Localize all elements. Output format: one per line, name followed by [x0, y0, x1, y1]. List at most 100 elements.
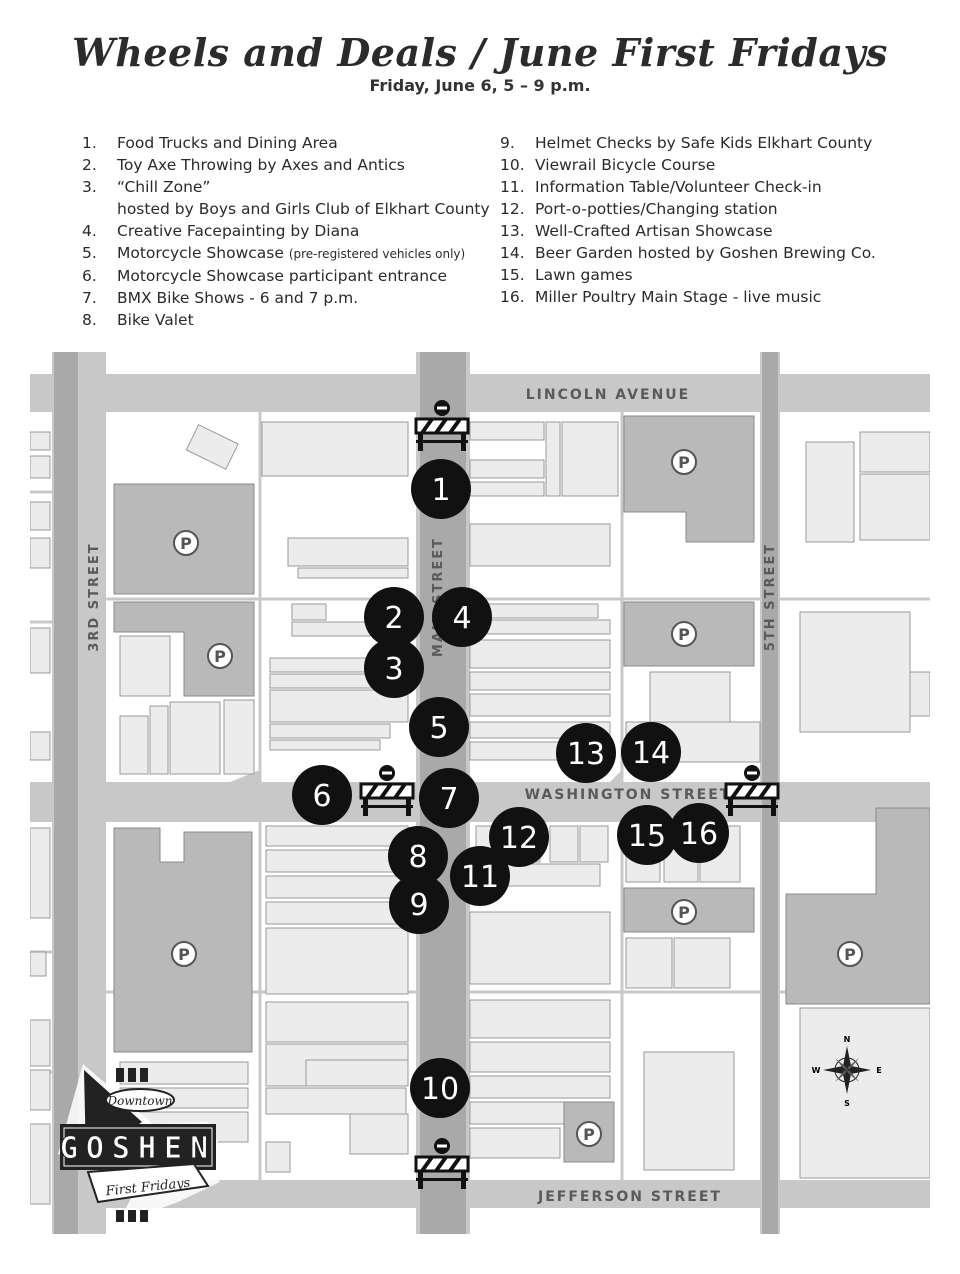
- legend-number: 6.: [82, 267, 97, 285]
- marker-label: 13: [567, 737, 605, 772]
- legend-number: 16.: [500, 288, 525, 306]
- legend-item: 2. Toy Axe Throwing by Axes and Antics: [82, 154, 492, 176]
- marker-12[interactable]: 12: [489, 807, 549, 867]
- legend-number: 3.: [82, 178, 97, 196]
- marker-label: 14: [632, 736, 670, 771]
- legend-number: 12.: [500, 200, 525, 218]
- marker-label: 3: [384, 652, 403, 687]
- legend-item: 13. Well-Crafted Artisan Showcase: [500, 220, 920, 242]
- legend-text: Lawn games: [535, 266, 633, 284]
- legend-text: Viewrail Bicycle Course: [535, 156, 716, 174]
- compass-w: W: [812, 1066, 821, 1075]
- page-title: Wheels and Deals / June First Fridays: [72, 30, 888, 75]
- marker-label: 6: [312, 779, 331, 814]
- legend-text: Creative Facepainting by Diana: [117, 222, 360, 240]
- page-subtitle: Friday, June 6, 5 – 9 p.m.: [369, 76, 591, 95]
- legend-text: Miller Poultry Main Stage - live music: [535, 288, 822, 306]
- marker-4[interactable]: 4: [432, 587, 492, 647]
- marker-label: 5: [429, 711, 448, 746]
- marker-5[interactable]: 5: [409, 697, 469, 757]
- marker-10[interactable]: 10: [410, 1058, 470, 1118]
- legend-item: 8.Bike Valet: [82, 309, 492, 331]
- legend-number: 2.: [82, 156, 97, 174]
- marker-label: 10: [421, 1072, 459, 1107]
- compass-n: N: [844, 1035, 851, 1044]
- legend-text: “Chill Zone”: [117, 178, 211, 196]
- legend-number: [82, 198, 117, 220]
- parking-icon: P: [171, 941, 197, 967]
- legend-item: 10. Viewrail Bicycle Course: [500, 154, 920, 176]
- barricade-icon: [414, 1138, 470, 1189]
- legend-text: Beer Garden hosted by Goshen Brewing Co.: [535, 244, 876, 262]
- logo-downtown-text: Downtown: [107, 1094, 173, 1108]
- legend-text: Toy Axe Throwing by Axes and Antics: [117, 156, 405, 174]
- legend-item: 15. Lawn games: [500, 264, 920, 286]
- marker-13[interactable]: 13: [556, 723, 616, 783]
- legend-text: Bike Valet: [117, 311, 194, 329]
- legend-item: 16. Miller Poultry Main Stage - live musi…: [500, 286, 920, 308]
- marker-8[interactable]: 8: [388, 826, 448, 886]
- legend-number: 4.: [82, 222, 97, 240]
- marker-16[interactable]: 16: [669, 803, 729, 863]
- marker-2[interactable]: 2: [364, 587, 424, 647]
- legend-item: 6.Motorcycle Showcase participant entran…: [82, 265, 492, 287]
- marker-label: 15: [628, 819, 666, 854]
- marker-11[interactable]: 11: [450, 846, 510, 906]
- legend-item: 12.Port-o-potties/Changing station: [500, 198, 920, 220]
- buildings-dark: [113, 415, 930, 1163]
- marker-label: 1: [431, 473, 450, 508]
- legend-text: Food Trucks and Dining Area: [117, 134, 338, 152]
- marker-6[interactable]: 6: [292, 765, 352, 825]
- parking-icon: P: [671, 899, 697, 925]
- legend-text: BMX Bike Shows - 6 and 7 p.m.: [117, 289, 359, 307]
- legend-number: 15.: [500, 266, 525, 284]
- downtown-goshen-logo: Downtown GOSHEN First Fridays: [58, 1064, 220, 1224]
- jefferson-street-label: JEFFERSON STREET: [537, 1189, 722, 1205]
- marker-9[interactable]: 9: [389, 874, 449, 934]
- barricade-icon: [359, 765, 415, 816]
- fifth-street-label: 5TH STREET: [763, 543, 778, 651]
- event-markers: 1 2 4 3 5 13 14 6 7 12 15 16 8 11 9 10: [292, 459, 729, 1118]
- parking-icon: P: [207, 643, 233, 669]
- legend-text-group: Motorcycle Showcase (pre-registered vehi…: [117, 242, 465, 265]
- parking-icon: P: [671, 621, 697, 647]
- marker-label: 7: [439, 782, 458, 817]
- legend-item: 5. Motorcycle Showcase (pre-registered ve…: [82, 242, 492, 265]
- legend-number: 1.: [82, 134, 97, 152]
- map-svg: P P P P P P P P LINCOLN AVENUE WASHINGTO…: [30, 352, 930, 1234]
- legend-text: Motorcycle Showcase: [117, 244, 284, 262]
- parking-label: P: [678, 625, 690, 644]
- parking-icon: P: [576, 1121, 602, 1147]
- legend-item: 4. Creative Facepainting by Diana: [82, 220, 492, 242]
- parking-label: P: [583, 1125, 595, 1144]
- marker-1[interactable]: 1: [411, 459, 471, 519]
- third-street-label: 3RD STREET: [87, 542, 102, 651]
- parking-label: P: [180, 534, 192, 553]
- legend-number: 14.: [500, 244, 525, 262]
- compass-icon: N S E W: [812, 1035, 882, 1108]
- marker-15[interactable]: 15: [617, 805, 677, 865]
- legend-number: 10.: [500, 156, 525, 174]
- legend-number: 13.: [500, 222, 525, 240]
- marker-7[interactable]: 7: [419, 768, 479, 828]
- marker-label: 12: [500, 821, 538, 856]
- legend-item: 3. “Chill Zone”: [82, 176, 492, 198]
- legend-text: Information Table/Volunteer Check-in: [535, 178, 822, 196]
- marker-label: 4: [452, 601, 471, 636]
- legend-number: 9.: [500, 134, 515, 152]
- legend-right: 9. Helmet Checks by Safe Kids Elkhart Cou…: [500, 132, 920, 308]
- legend-note: (pre-registered vehicles only): [288, 247, 466, 261]
- marker-label: 2: [384, 601, 403, 636]
- parking-icon: P: [173, 530, 199, 556]
- legend-text: Well-Crafted Artisan Showcase: [535, 222, 773, 240]
- logo-goshen-text: GOSHEN: [60, 1131, 216, 1166]
- washington-street-label: WASHINGTON STREET: [525, 787, 732, 803]
- marker-3[interactable]: 3: [364, 638, 424, 698]
- marker-label: 16: [680, 817, 718, 852]
- parking-icon: P: [671, 449, 697, 475]
- marker-14[interactable]: 14: [621, 722, 681, 782]
- legend-item: 14. Beer Garden hosted by Goshen Brewing …: [500, 242, 920, 264]
- legend-left: 1. Food Trucks and Dining Area 2. Toy Axe …: [82, 132, 492, 331]
- legend-text: Helmet Checks by Safe Kids Elkhart Count…: [535, 134, 873, 152]
- legend-number: 5.: [82, 244, 97, 262]
